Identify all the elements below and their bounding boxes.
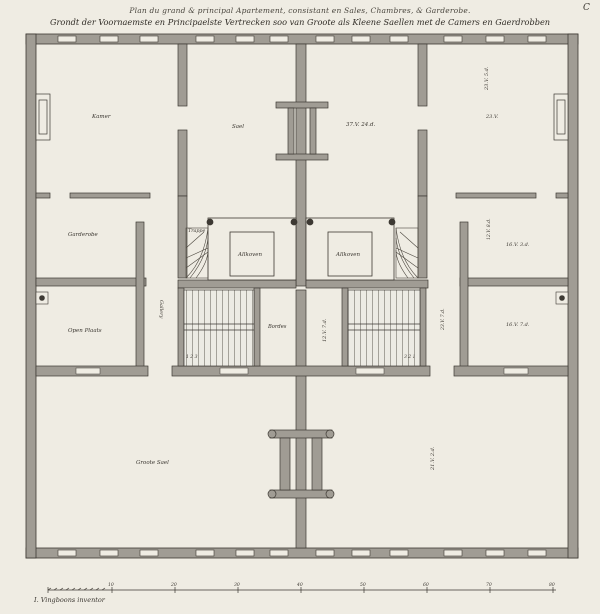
scale-tick-10: 10 [108,582,114,588]
label-right-mid-dim-b: 12.V. 8.d. [486,218,492,240]
label-right-top-dim-a: 23.V. 5.d. [484,66,490,91]
spiral-stairs [185,227,419,279]
label-center-dim: 12.V. 7.d. [322,318,328,342]
closet-marks [35,291,569,305]
label-garderobe: Garderobe [68,232,99,238]
label-groote-sael-dim: 21.V. 2.d. [430,446,436,471]
scale-tick-30: 30 [234,582,240,588]
label-gallery: Gallery [158,300,164,319]
label-trappe: Trappe [188,228,205,234]
engraver-credit: I. Vingboons inventor [34,596,105,604]
label-kamer: Kamer [91,114,111,120]
door-openings [75,367,529,375]
label-stair-right-nums: 3 2 1 [404,354,415,360]
stair-runs [183,289,421,367]
plan-title: Grondt der Voornaemste en Principaelste … [49,17,551,27]
label-open-plaats: Open Plaats [68,328,102,334]
label-sael-dim: 37.V. 24.d. [346,122,376,128]
window-openings [57,35,547,557]
label-right-top-dim-b: 23.V. [485,114,499,120]
label-right-mid-dim: 16.V. 3.d. [506,242,530,248]
room-labels: Kamer Sael 37.V. 24.d. 23.V. 5.d. 23.V. … [68,66,530,471]
scale-tick-80: 80 [549,582,555,588]
scale-tick-20: 20 [170,582,177,588]
scale-tick-40: 40 [296,582,303,588]
scale-tick-50: 50 [360,582,366,588]
spine-columns [267,101,335,499]
label-bordes: Bordes [267,324,287,330]
scale-tick-60: 60 [423,582,429,588]
fireplaces [35,93,569,141]
plan-subtitle: Plan du grand & principal Apartement, co… [129,6,471,15]
label-alkoven-left: Allkoven [237,252,262,258]
label-right-low-dim-b: 23.V. 7.d. [440,308,446,331]
label-sael: Sael [232,124,244,130]
label-right-low-dim: 16.V. 7.d. [506,322,530,328]
scale-bar: 10 20 30 40 50 60 70 80 [47,582,556,593]
label-groote-sael: Groote Sael [136,460,169,466]
label-alkoven-right: Allkoven [335,252,360,258]
alcoves [206,217,396,281]
label-stair-left-nums: 1 2 3 [186,354,198,360]
scale-tick-70: 70 [486,582,492,588]
plate-letter: C [583,3,590,13]
